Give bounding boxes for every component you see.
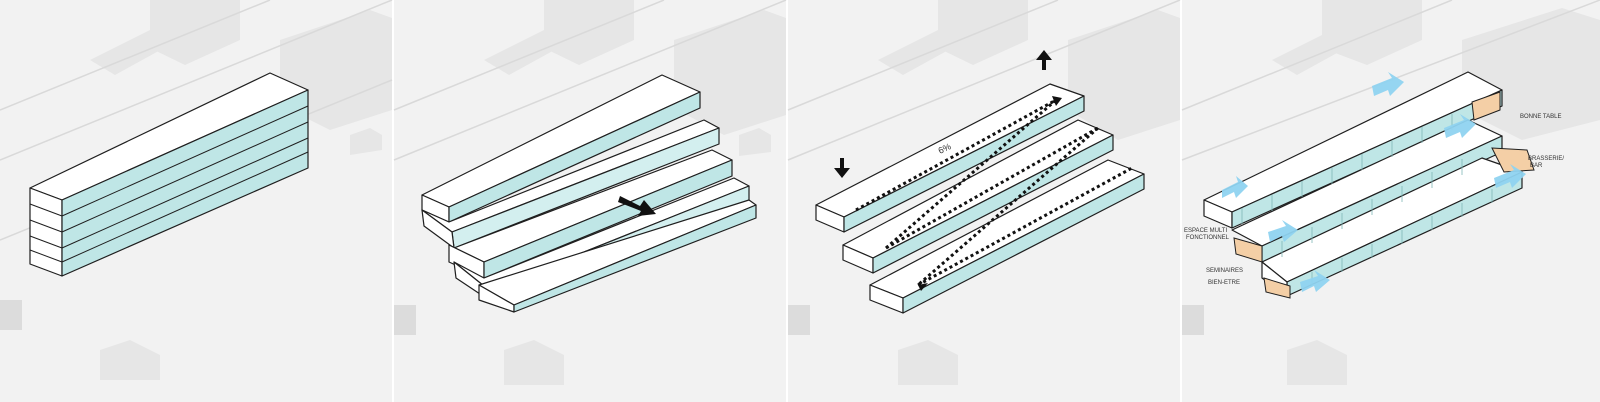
label-fonctionnel: FONCTIONNEL (1186, 235, 1230, 241)
arrow-down-icon (834, 158, 850, 178)
airflow-arrow-icon (1222, 176, 1248, 198)
stacked-block (29, 72, 309, 277)
panel-2 (393, 0, 787, 402)
label-brasserie: BRASSERIE/ (1528, 156, 1564, 162)
rotation-arrow-icon (618, 196, 656, 216)
exploded-ramps: 6% (815, 50, 1145, 314)
context-buildings (787, 0, 1181, 385)
airflow-arrow-icon (1444, 114, 1476, 138)
program-building (1203, 71, 1535, 299)
airflow-arrow-icon (1494, 164, 1526, 188)
label-bonne-table: BONNE TABLE (1520, 114, 1561, 120)
panel-1 (0, 0, 393, 402)
label-bar: BAR (1530, 163, 1543, 169)
airflow-arrow-icon (1300, 270, 1330, 292)
label-seminaires: SEMINAIRES (1206, 268, 1243, 274)
panel-3: 6% (787, 0, 1181, 402)
program-zone (1233, 237, 1263, 263)
arrow-up-icon (1036, 50, 1052, 70)
context-buildings (393, 0, 787, 385)
context-buildings (0, 0, 393, 380)
slope-label: 6% (937, 141, 953, 156)
airflow-arrow-icon (1372, 72, 1404, 96)
program-zone (1263, 277, 1291, 299)
label-espace-multi: ESPACE MULTI (1184, 228, 1227, 234)
program-zone (1491, 147, 1535, 173)
program-labels: BONNE TABLE BRASSERIE/ BAR ESPACE MULTI … (1184, 114, 1564, 286)
panel-4: BONNE TABLE BRASSERIE/ BAR ESPACE MULTI … (1181, 0, 1600, 402)
program-zone (1471, 91, 1501, 121)
airflow-arrow-icon (1268, 220, 1298, 242)
label-bien-etre: BIEN-ETRE (1208, 280, 1240, 286)
twisted-floors (421, 74, 757, 313)
context-buildings (1181, 0, 1600, 385)
